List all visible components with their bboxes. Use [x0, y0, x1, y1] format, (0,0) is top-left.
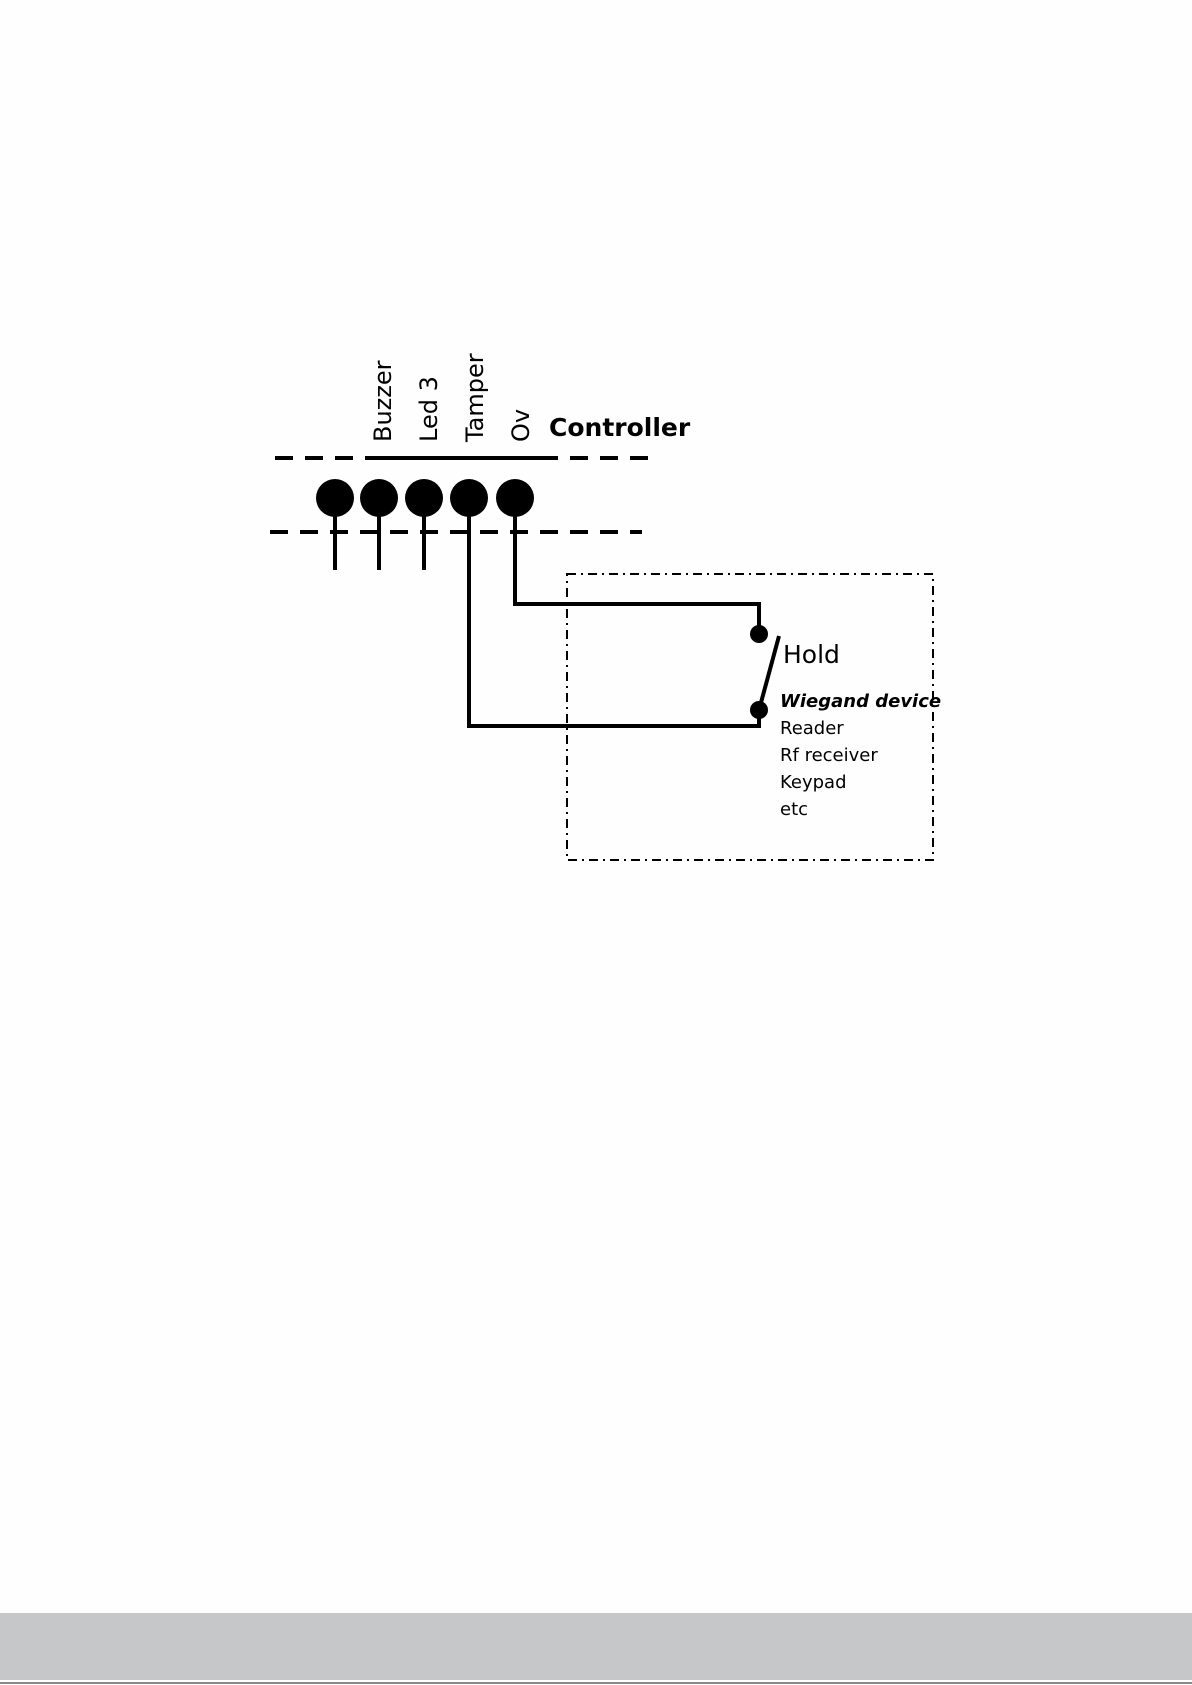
terminal-label-tamper: Tamper — [461, 353, 489, 443]
device-item-reader: Reader — [780, 718, 844, 739]
terminal-1 — [316, 479, 354, 517]
device-boundary — [567, 574, 933, 860]
terminal-label-led3: Led 3 — [415, 376, 443, 442]
switch-lever — [759, 636, 779, 710]
device-heading: Wiegand device — [780, 691, 941, 712]
terminal-label-buzzer: Buzzer — [369, 360, 397, 442]
terminal-buzzer — [360, 479, 398, 517]
switch-contact-top — [750, 625, 768, 643]
device-item-etc: etc — [780, 799, 808, 820]
terminal-label-0v: Ov — [507, 409, 535, 442]
page-footer-line — [0, 1682, 1192, 1684]
controller-title: Controller — [549, 413, 691, 442]
terminal-led3 — [405, 479, 443, 517]
device-item-keypad: Keypad — [780, 772, 847, 793]
device-item-rf-receiver: Rf receiver — [780, 745, 878, 766]
wire-0v-to-hold — [515, 498, 759, 634]
switch-label-hold: Hold — [783, 640, 840, 669]
page-footer-bar — [0, 1613, 1192, 1680]
